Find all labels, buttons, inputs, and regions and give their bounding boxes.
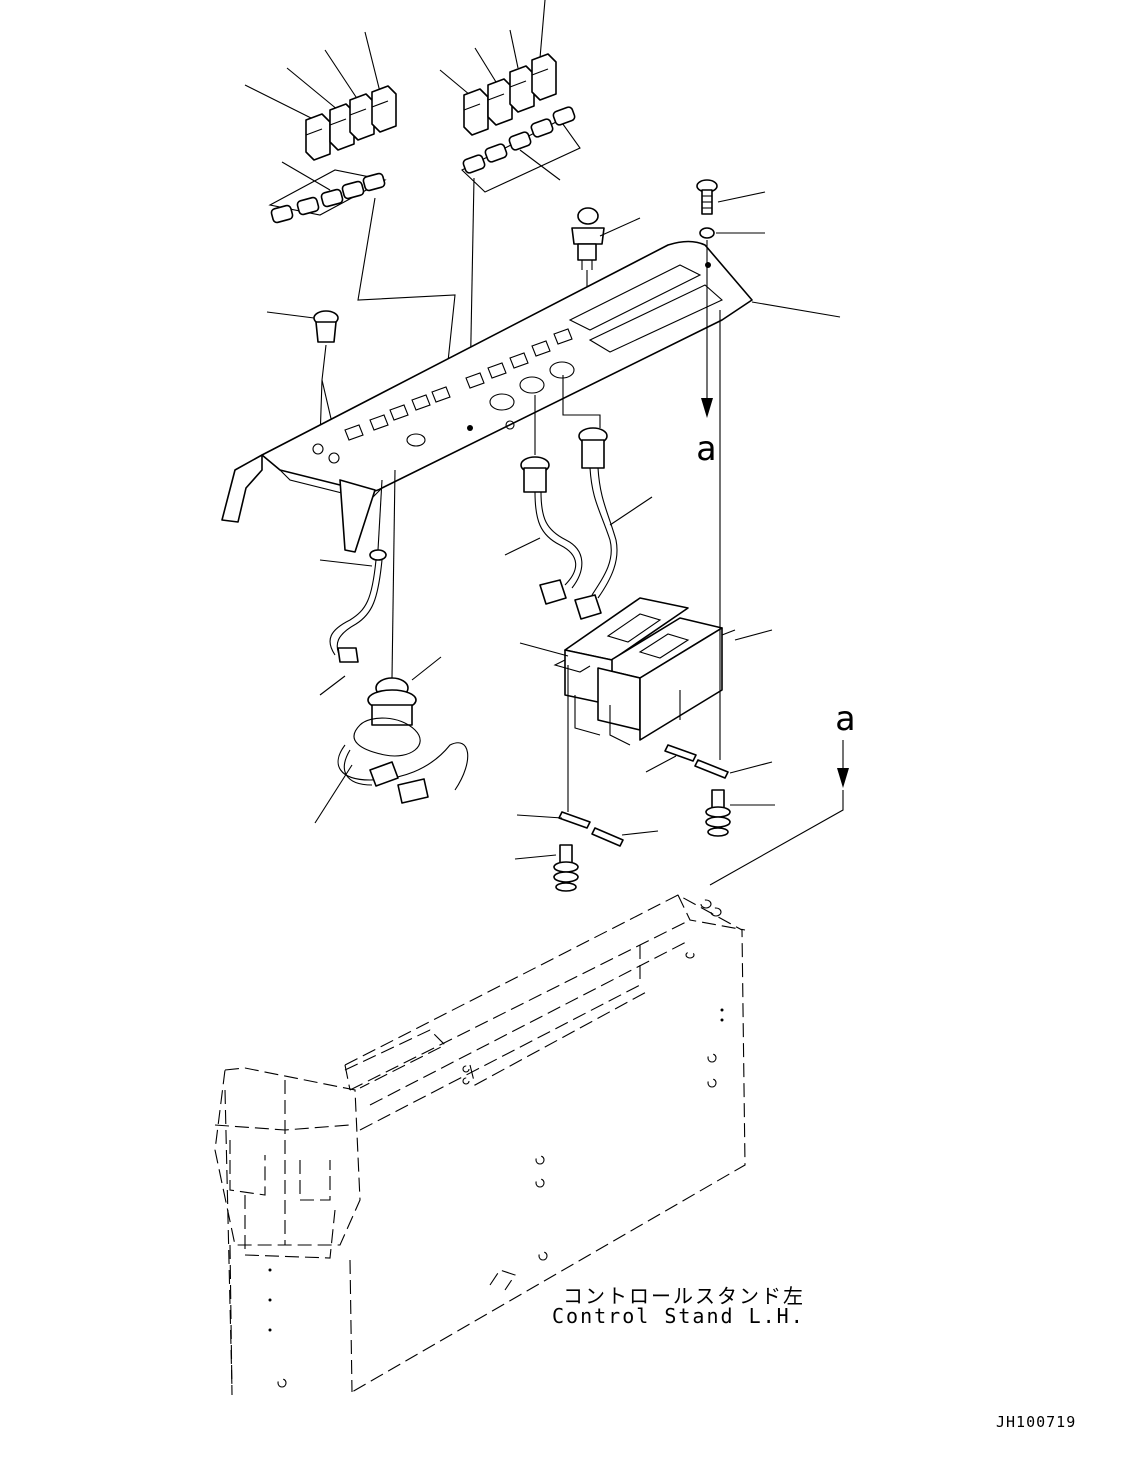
key-switch: [314, 469, 469, 824]
top-panel: [221, 240, 841, 553]
switch-group-left: [244, 31, 456, 391]
bolt-and-washer: [696, 179, 766, 239]
switch-group-right: [439, 0, 581, 391]
view-arrow-right: [709, 740, 849, 886]
view-arrow-top: [701, 240, 713, 418]
caption-japanese: コントロールスタンド左: [563, 1284, 805, 1308]
drawing-code: JH100719: [996, 1413, 1077, 1431]
plates: [516, 744, 773, 847]
harness-left: [319, 479, 387, 696]
control-stand-frame: [214, 894, 746, 1396]
socket-connector-left: [504, 395, 583, 605]
socket-connector-right: [562, 375, 653, 620]
view-letter-right: a: [835, 699, 855, 739]
mounting-bolts: [514, 789, 775, 892]
caption-english: Control Stand L.H.: [552, 1304, 805, 1328]
view-letter-top: a: [696, 429, 716, 469]
fuse-box: [519, 310, 773, 812]
push-switch: [571, 207, 641, 345]
